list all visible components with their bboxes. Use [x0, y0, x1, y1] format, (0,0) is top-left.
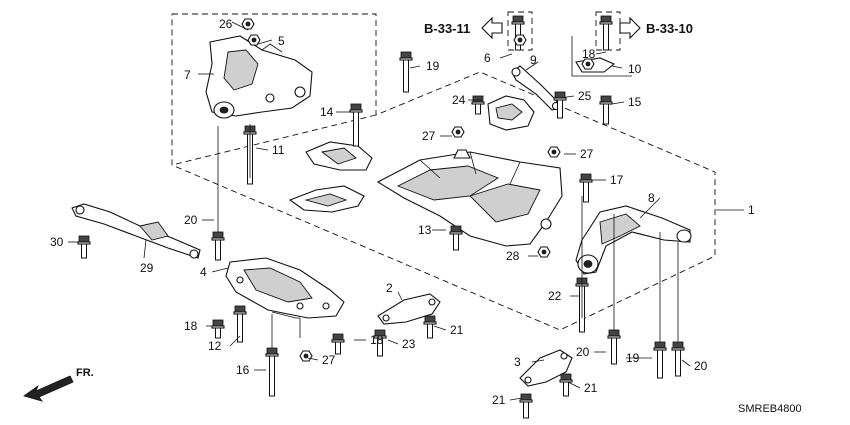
long-leader-lines	[217, 124, 679, 348]
callout-27-top: 27	[422, 129, 436, 143]
item-1-front-subframe	[376, 149, 563, 247]
nut-27-low-hole	[303, 353, 309, 359]
reference-arrow-right[interactable]: B-33-10	[619, 16, 693, 40]
bolt-20-right	[671, 341, 685, 377]
callout-21-right: 21	[584, 381, 598, 395]
bolt-30	[77, 235, 91, 259]
callout-21-mid: 21	[450, 323, 464, 337]
callout-18-left: 18	[184, 319, 198, 333]
bolt-18-left	[211, 319, 225, 339]
bolt-20-mid	[607, 329, 621, 365]
callout-12: 12	[208, 339, 222, 353]
upper-center-mount-bracket	[487, 95, 535, 131]
clip-10-nut-hole	[585, 61, 591, 67]
reference-label-b-33-11: B-33-11	[424, 21, 470, 36]
item-29-crossmember-bar	[71, 203, 201, 259]
bolt-16	[265, 347, 279, 397]
callout-6: 6	[484, 51, 491, 65]
callout-1: 1	[748, 203, 755, 217]
callout-5: 5	[278, 34, 285, 48]
bolt-18-top	[599, 15, 613, 51]
callout-24: 24	[452, 93, 466, 107]
callout-20-mid: 20	[576, 345, 590, 359]
bolt-15	[599, 95, 613, 125]
part-number-callouts: 26 5 7 19 6 9 18 10 24 25 15 14 11 27 27…	[50, 17, 755, 407]
bolts-and-nuts	[77, 15, 685, 419]
reference-arrow-left[interactable]: B-33-11	[424, 16, 503, 40]
bolt-18-mid	[331, 333, 345, 355]
callout-3: 3	[514, 355, 521, 369]
left-mid-bracket-upper	[305, 141, 373, 171]
callout-18-mid: 18	[370, 333, 384, 347]
front-direction-arrow: FR.	[23, 367, 94, 402]
assembly-outline-dashed	[171, 13, 716, 331]
item-2-small-bracket	[377, 293, 441, 325]
bolt-13	[449, 225, 463, 251]
callout-19-top: 19	[426, 59, 440, 73]
item-3-small-bracket	[519, 349, 573, 387]
bolt-19-top	[399, 51, 413, 93]
callout-17: 17	[610, 173, 624, 187]
bolt-19-low	[653, 341, 667, 379]
nut-27-right-hole	[551, 149, 557, 155]
callout-4: 4	[200, 265, 207, 279]
callout-23: 23	[402, 337, 416, 351]
b-33-11-detail-box	[507, 11, 533, 51]
callout-2: 2	[386, 281, 393, 295]
callout-18-top: 18	[582, 47, 596, 61]
callout-8: 8	[648, 191, 655, 205]
callout-25: 25	[578, 89, 592, 103]
callout-leader-lines	[68, 21, 744, 401]
callout-30: 30	[50, 235, 64, 249]
callout-16: 16	[236, 363, 250, 377]
callout-29: 29	[140, 261, 154, 275]
b-33-10-group-bracket	[571, 36, 632, 77]
item-8-lower-control-arm	[575, 205, 692, 275]
callout-20-left: 20	[184, 213, 198, 227]
bolt-23	[373, 329, 387, 357]
bolt-14	[349, 103, 363, 147]
nut-6-collar-hole	[517, 37, 523, 43]
washer-5-hole	[251, 37, 257, 43]
bolt-21-low	[519, 393, 533, 419]
bolt-17	[579, 173, 593, 203]
callout-20-right: 20	[694, 359, 708, 373]
callout-11: 11	[272, 143, 285, 157]
bolt-21-right	[559, 373, 573, 397]
b-33-10-detail-box	[595, 11, 621, 51]
callout-22: 22	[548, 289, 562, 303]
callout-13: 13	[418, 223, 432, 237]
callout-19-low: 19	[626, 351, 640, 365]
callout-14: 14	[320, 105, 334, 119]
item-4-under-plate	[225, 257, 345, 319]
nut-26-hole	[245, 21, 251, 27]
callout-26: 26	[219, 17, 233, 31]
callout-9: 9	[530, 53, 537, 67]
nut-28-hole	[541, 249, 547, 255]
callout-21-low: 21	[492, 393, 506, 407]
diagram-code: SMREB4800	[738, 403, 802, 415]
item-7-mount-bracket	[205, 35, 313, 119]
nut-27-top-hole	[455, 129, 461, 135]
callout-27-low: 27	[322, 353, 336, 367]
callout-15: 15	[628, 95, 642, 109]
front-direction-label: FR.	[76, 367, 94, 379]
callout-7: 7	[184, 68, 191, 82]
bolt-21-mid	[423, 315, 437, 339]
callout-28: 28	[506, 249, 520, 263]
bolt-20-left	[211, 231, 225, 261]
reference-label-b-33-10: B-33-10	[646, 21, 693, 36]
callout-10: 10	[628, 62, 642, 76]
bolt-24	[471, 95, 485, 115]
bolt-12	[233, 305, 247, 343]
left-mid-bracket-lower	[288, 185, 365, 213]
callout-27-right: 27	[580, 147, 594, 161]
